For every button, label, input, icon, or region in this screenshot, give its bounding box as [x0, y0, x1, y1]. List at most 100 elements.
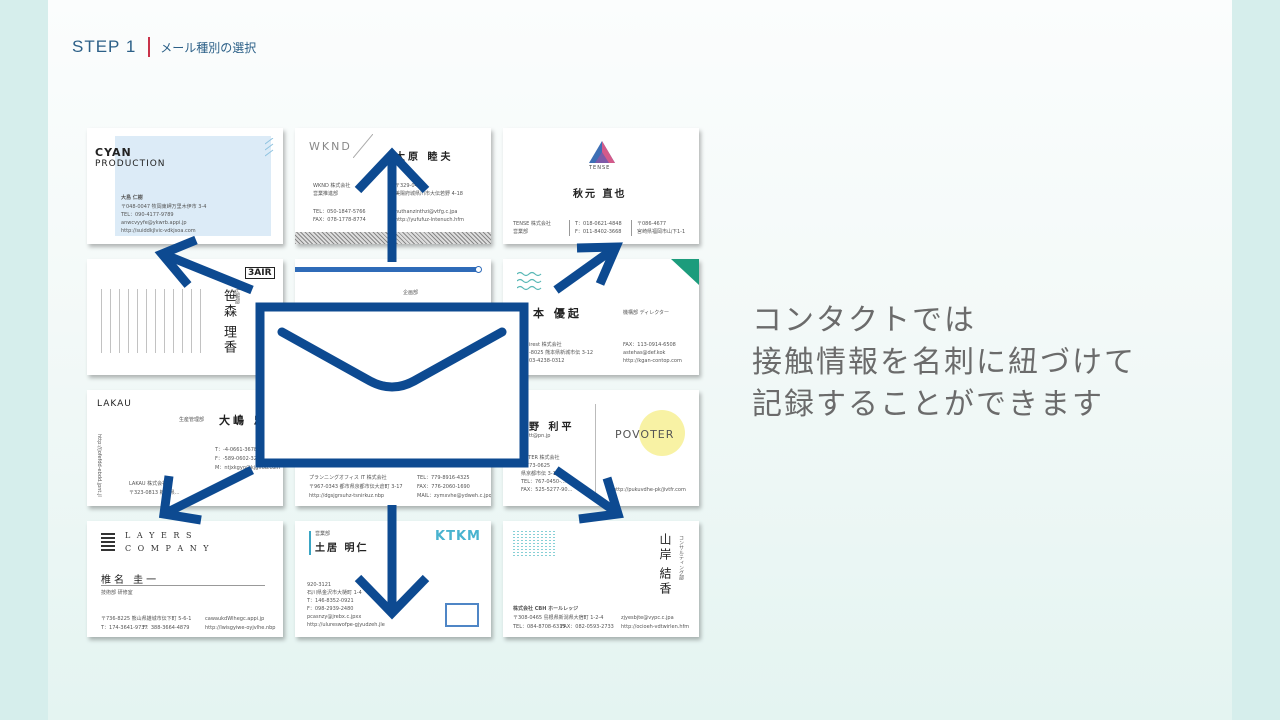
- card-mail: nuthanzinthzi@vtfg.c.jpa: [395, 209, 458, 215]
- card-person-name: 大嶋 忠: [219, 414, 268, 427]
- main-message: コンタクトでは 接触情報を名刺に紐づけて 記録することができます: [752, 300, 1136, 426]
- card-logo: LAKAU: [97, 399, 132, 409]
- card-fax: FAX：525-5277-90…: [521, 487, 573, 493]
- card-mail: pcasnzy@jrebx.c.jpxx: [307, 614, 362, 620]
- card-stripe-deco: [265, 138, 274, 157]
- business-card-tense: TENSE 秋元 直也 TENSE 株式会社 営業部 T：018-0621-48…: [503, 128, 699, 244]
- card-company: 株式会社 CBH ホールレッジ: [513, 606, 579, 612]
- card-dept: 技術部 研修室: [101, 590, 133, 596]
- card-person-name: 野 利平: [529, 422, 575, 433]
- card-dot-grid-deco: [513, 531, 557, 557]
- card-logo: 3AIR: [245, 267, 275, 279]
- card-tel: T：174-3641-9737: [101, 625, 148, 631]
- arrow-icon: [354, 505, 430, 620]
- card-divider: [569, 220, 570, 236]
- card-address: 〒048-0047 牧岡東岬万里木伊市 3-4: [121, 204, 207, 210]
- card-fax: F：388-3664-4879: [143, 625, 190, 631]
- card-company: プランニングオフィス IT 株式会社: [309, 475, 387, 481]
- card-dept: 営業部: [315, 531, 331, 537]
- card-address: 〒736-8225 熊山県雄城市伝下町 5-6-1: [101, 616, 192, 622]
- card-fax: F：011-8402-3668: [575, 229, 622, 235]
- card-role: 機構部 ディレクター: [623, 310, 670, 316]
- card-dept: 企画部: [403, 290, 419, 296]
- card-address: -8025 熊本県新城市伝 3-12: [529, 350, 594, 356]
- business-card-lakau: LAKAU 生産管理部 大嶋 忠 T：-4-0661-3678 F：-589-0…: [87, 390, 283, 506]
- card-wave-deco: [517, 271, 542, 291]
- card-company: VOTER 株式会社: [521, 455, 560, 461]
- card-logo: WKND: [309, 140, 352, 153]
- card-role: コンサルティング部: [678, 535, 684, 580]
- business-card-yamagishi: 山岸 結香 コンサルティング部 株式会社 CBH ホールレッジ 〒308-046…: [503, 521, 699, 637]
- card-person-surname: 笹森: [221, 289, 236, 319]
- card-dept: 営業推進部: [313, 191, 339, 197]
- card-tel: T：018-0621-4848: [575, 221, 622, 227]
- card-tel: T：-4-0661-3678: [215, 447, 258, 453]
- card-person-name: 椎名 圭一: [101, 575, 160, 586]
- card-person-given: 理香: [221, 325, 236, 355]
- card-fax: FAX：776-2060-1690: [417, 484, 470, 490]
- card-tel: TEL：084-8708-6315: [513, 624, 566, 630]
- card-address: 〒308-0465 島根県新潟県大宿町 1-2-4: [513, 615, 604, 621]
- card-fax: FAX：082-0593-2733: [561, 624, 614, 630]
- card-logo-line2: C O M P A N Y: [125, 544, 211, 553]
- card-company: CYAN: [95, 146, 132, 159]
- step-title: メール種別の選択: [160, 40, 257, 55]
- card-yellow-circle: [639, 410, 685, 456]
- card-mail: anwcvyyfe@ykwrb.appi.jp: [121, 220, 187, 226]
- card-web: http://ocioeh-vdtwirlen.hfm: [621, 624, 690, 630]
- envelope-icon: [255, 302, 529, 468]
- card-divider: [631, 220, 632, 236]
- card-zip: 〒086-4677: [637, 221, 667, 227]
- layers-logo-icon: [101, 533, 115, 553]
- card-person-given: 結香: [658, 567, 672, 597]
- card-dept: 営業部: [513, 229, 529, 235]
- card-corner-triangle: [671, 259, 699, 285]
- card-slash-deco: [353, 134, 373, 158]
- card-web: http://dgsjgrsuhz-tsnirkuz.nbp: [309, 493, 385, 499]
- card-blue-bar: [295, 267, 477, 272]
- left-border-band: [0, 0, 48, 720]
- business-card-povoter: POVOTER 野 利平 tt@pn.jp VOTER 株式会社 〒773-06…: [503, 390, 699, 506]
- tense-logo-icon: [589, 141, 615, 163]
- card-person-name: 秋元 直也: [573, 189, 627, 200]
- card-web: http://pukuvdhe-pk/jivtfr.com: [613, 487, 686, 493]
- card-address: 石川県金沢市大樋町 1-4: [307, 590, 362, 596]
- card-company: irest 株式会社: [529, 342, 562, 348]
- card-logo: TENSE: [589, 165, 611, 171]
- card-logo: POVOTER: [615, 428, 675, 441]
- card-zip: 〒773-0625: [521, 463, 551, 469]
- card-person-name: 大原 睦夫: [395, 152, 454, 163]
- card-company: TENSE 株式会社: [513, 221, 551, 227]
- card-person-name: 大島 仁樹: [121, 195, 143, 201]
- arrow-icon: [158, 465, 255, 525]
- card-tel: TEL：050-1847-5766: [313, 209, 366, 215]
- card-address: 県京都市伝 3-12: [521, 471, 559, 477]
- card-company-sub: PRODUCTION: [95, 159, 166, 169]
- card-web: http://suiddkjlvic-vdkjsoa.com: [121, 228, 196, 234]
- card-fax: F：098-2939-2480: [307, 606, 354, 612]
- card-tel: T：146-8352-0921: [307, 598, 354, 604]
- card-fax: F：-589-0602-3247: [215, 456, 264, 462]
- card-tel: TEL：090-4177-9789: [121, 212, 174, 218]
- main-message-line-2: 接触情報を名刺に紐づけて: [752, 345, 1136, 380]
- card-tel: TEL：779-8916-4325: [417, 475, 470, 481]
- business-card-cyan: CYAN PRODUCTION 大島 仁樹 〒048-0047 牧岡東岬万里木伊…: [87, 128, 283, 244]
- card-divider: [101, 585, 265, 586]
- arrow-icon: [354, 147, 430, 262]
- card-accent-bar: [309, 531, 311, 555]
- card-zip: 920-3121: [307, 582, 332, 588]
- right-border-band: [1232, 0, 1280, 720]
- step-divider: [148, 37, 151, 57]
- card-web: http://ulureswofpe-gjyudzeh.jle: [307, 622, 385, 628]
- card-zip: 〒329-0425: [395, 183, 425, 189]
- arrow-icon: [154, 235, 254, 295]
- card-bar-end-dot: [475, 266, 482, 273]
- card-role: 生産管理部: [179, 417, 205, 423]
- card-company: LAKAU 株式会社: [129, 481, 168, 487]
- card-vertical-text-lines: [101, 289, 201, 353]
- card-mail: cawaukdWlhegc.appi.jp: [205, 616, 265, 622]
- card-person-surname: 山岸: [658, 533, 672, 563]
- card-address: 〒323-0813 栃木県…: [129, 490, 180, 496]
- card-mail: astehas@def.kok: [623, 350, 666, 356]
